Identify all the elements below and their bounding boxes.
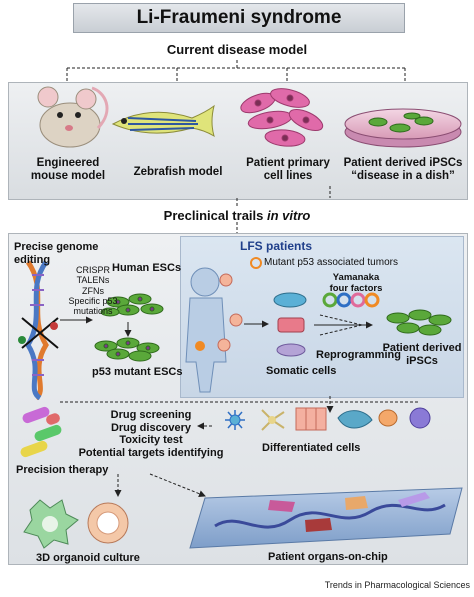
model-bracket — [66, 60, 406, 82]
ipsc-model-label: Patient derived iPSCs “disease in a dish… — [336, 157, 470, 183]
tool-mutations: mutations — [73, 306, 113, 317]
petri-dish-illustration — [344, 108, 462, 148]
zebrafish-illustration — [111, 104, 215, 138]
organoid-illustration — [23, 499, 129, 549]
mutant-tumor-legend-ring — [250, 257, 262, 269]
somatic-cells-label: Somatic cells — [266, 365, 337, 377]
patient-ipscs-label: Patient derived iPSCs — [380, 342, 464, 367]
yamanaka-label: Yamanaka four factors — [316, 272, 396, 295]
pills-illustration — [20, 406, 62, 458]
organs-on-chip-illustration — [189, 487, 463, 549]
genome-title-line1: Precise genome — [14, 241, 99, 253]
differentiated-cells — [225, 407, 431, 431]
human-escs-label: Human ESCs — [112, 262, 182, 274]
tool-zfns: ZFNs — [82, 285, 104, 296]
primary-label-line1: Patient primary — [246, 157, 330, 169]
human-escs-cluster — [100, 293, 164, 317]
ipsc-label-line1: Patient derived iPSCs — [343, 157, 463, 169]
patient-body-illustration — [185, 267, 243, 393]
zebrafish-label: Zebrafish model — [118, 166, 238, 179]
primary-cells-illustration — [240, 88, 324, 147]
yamanaka-line1: Yamanaka — [332, 272, 380, 283]
mouse-label-line1: Engineered — [36, 157, 100, 169]
toxicity-test: Toxicity test — [119, 434, 183, 447]
drug-screening: Drug screening — [110, 409, 192, 421]
ipscs-line1: Patient derived — [382, 342, 462, 354]
drug-discovery: Drug discovery — [110, 421, 192, 434]
somatic-cells — [273, 292, 307, 357]
mutant-tumor-legend: Mutant p53 associated tumors — [264, 257, 398, 268]
dna-illustration — [18, 260, 59, 401]
lfs-title: LFS patients — [240, 239, 313, 253]
tool-talens: TALENs — [76, 275, 110, 286]
preclinical-heading: Preclinical trails in vitro — [127, 208, 347, 224]
editing-tools-list: CRISPR TALENs ZFNs Specific p53 mutation… — [58, 265, 128, 317]
panel-connector — [236, 186, 331, 208]
primary-label-line2: cell lines — [263, 170, 313, 183]
organoid-label: 3D organoid culture — [36, 552, 140, 564]
genome-title-line2: editing — [14, 253, 51, 266]
differentiation-bracket — [60, 396, 420, 413]
primary-cells-label: Patient primary cell lines — [238, 157, 338, 183]
preclinical-heading-italic: in vitro — [267, 208, 311, 223]
tool-specific-p53: Specific p53 — [68, 296, 118, 307]
mouse-illustration — [37, 86, 109, 148]
ipsc-label-line2: “disease in a dish” — [351, 170, 455, 183]
reprogramming-label: Reprogramming — [316, 349, 401, 361]
patient-ipscs-cluster — [386, 309, 452, 336]
precision-therapy-label: Precision therapy — [16, 464, 109, 476]
organs-chip-label: Patient organs-on-chip — [268, 551, 388, 563]
zebrafish-label-line1: Zebrafish model — [133, 166, 223, 178]
tool-crispr: CRISPR — [75, 265, 110, 275]
mouse-label-line2: mouse model — [30, 170, 106, 183]
differentiated-cells-label: Differentiated cells — [262, 442, 361, 454]
mutant-escs-label: p53 mutant ESCs — [92, 366, 183, 378]
reprogramming-arrows — [314, 314, 373, 336]
figure-title: Li-Fraumeni syndrome — [136, 7, 342, 28]
journal-footer: Trends in Pharmacological Sciences — [324, 580, 470, 590]
preclinical-heading-text: Preclinical trails — [163, 208, 267, 223]
title-box: Li-Fraumeni syndrome — [73, 3, 405, 33]
mouse-model-label: Engineered mouse model — [22, 157, 114, 183]
mutant-escs-cluster — [94, 337, 160, 362]
drug-applications-list: Drug screening Drug discovery Toxicity t… — [76, 409, 226, 460]
current-model-heading: Current disease model — [166, 42, 308, 57]
ipscs-line2: iPSCs — [406, 354, 438, 367]
genome-editing-title: Precise genome editing — [14, 241, 98, 266]
yamanaka-line2: four factors — [329, 282, 383, 294]
yamanaka-factors — [322, 292, 380, 308]
potential-targets: Potential targets identifying — [78, 446, 224, 459]
